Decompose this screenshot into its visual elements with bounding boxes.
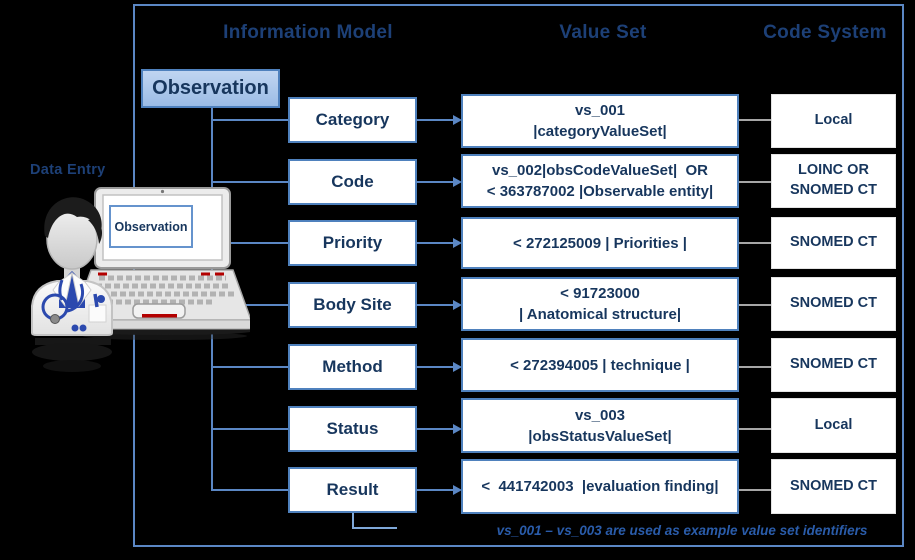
valueset-box: < 272394005 | technique | bbox=[461, 338, 739, 392]
doctor-laptop-clipart bbox=[31, 187, 250, 372]
observation-root-box: Observation bbox=[141, 69, 280, 108]
valueset-line: < 363787002 |Observable entity| bbox=[486, 183, 714, 200]
codesystem-box: SNOMED CT bbox=[771, 217, 896, 269]
valueset-box: < 91723000 | Anatomical structure| bbox=[461, 277, 739, 331]
valueset-line: |categoryValueSet| bbox=[533, 123, 667, 140]
hair bbox=[44, 197, 102, 238]
arrow-head-icon bbox=[453, 485, 462, 495]
connector-to-codesystem bbox=[739, 181, 771, 183]
arrow-to-valueset bbox=[415, 238, 462, 248]
coat-pocket bbox=[88, 304, 107, 323]
column-header-code-system: Code System bbox=[763, 22, 887, 43]
codesystem-line: LOINC OR bbox=[798, 162, 869, 179]
attribute-box: Code bbox=[288, 159, 417, 205]
branch-connector-line bbox=[211, 428, 289, 430]
branch-connector-line bbox=[211, 304, 289, 306]
connector-to-codesystem bbox=[739, 242, 771, 244]
attribute-box: Body Site bbox=[288, 282, 417, 328]
codesystem-line: Local bbox=[814, 416, 853, 433]
connector-to-codesystem bbox=[739, 304, 771, 306]
arrow-to-valueset bbox=[415, 485, 462, 495]
column-header-information-model: Information Model bbox=[223, 22, 393, 43]
arrow-head-icon bbox=[453, 115, 462, 125]
arrow-head-icon bbox=[453, 300, 462, 310]
codesystem-box: Local bbox=[771, 398, 896, 453]
laptop-screen-observation-box: Observation bbox=[109, 205, 193, 248]
doctor-icon bbox=[31, 197, 113, 336]
valueset-line: < 91723000 bbox=[560, 285, 640, 302]
codesystem-line: Local bbox=[814, 112, 853, 129]
data-entry-label: Data Entry bbox=[30, 162, 106, 178]
arrow-to-valueset bbox=[415, 300, 462, 310]
arrow-head-icon bbox=[453, 424, 462, 434]
valueset-line: |obsStatusValueSet| bbox=[528, 427, 672, 445]
valueset-line: vs_001 bbox=[574, 102, 626, 119]
arrow-head-icon bbox=[453, 238, 462, 248]
arrow-to-valueset bbox=[415, 362, 462, 372]
valueset-box: vs_003 |obsStatusValueSet| bbox=[461, 398, 739, 453]
branch-connector-line bbox=[211, 242, 289, 244]
result-stub-line-horizontal bbox=[352, 527, 397, 529]
connector-to-codesystem bbox=[739, 428, 771, 430]
valueset-box: < 441742003 |evaluation finding| bbox=[461, 459, 739, 514]
branch-connector-line bbox=[211, 366, 289, 368]
codesystem-box: SNOMED CT bbox=[771, 459, 896, 514]
branch-connector-line bbox=[211, 119, 289, 121]
reflection bbox=[32, 332, 247, 372]
codesystem-line: SNOMED CT bbox=[790, 234, 877, 251]
codesystem-box: Local bbox=[771, 94, 896, 148]
branch-connector-line bbox=[211, 181, 289, 183]
attribute-box: Priority bbox=[288, 220, 417, 266]
webcam-dot-icon bbox=[160, 189, 165, 194]
arrow-to-valueset bbox=[415, 115, 462, 125]
attribute-box: Method bbox=[288, 344, 417, 390]
codesystem-line: SNOMED CT bbox=[790, 477, 877, 494]
footnote-text: vs_001 – vs_003 are used as example valu… bbox=[496, 523, 868, 538]
codesystem-box: SNOMED CT bbox=[771, 338, 896, 392]
valueset-box: < 272125009 | Priorities | bbox=[461, 217, 739, 269]
valueset-line: < 272394005 | technique | bbox=[510, 356, 690, 374]
valueset-box: vs_002|obsCodeValueSet| OR < 363787002 |O… bbox=[461, 154, 739, 208]
arrow-to-valueset bbox=[415, 177, 462, 187]
column-header-value-set: Value Set bbox=[559, 22, 647, 43]
branch-connector-line bbox=[211, 489, 289, 491]
valueset-line: < 272125009 | Priorities | bbox=[513, 234, 687, 252]
attribute-box: Category bbox=[288, 97, 417, 143]
connector-to-codesystem bbox=[739, 489, 771, 491]
attribute-box: Status bbox=[288, 406, 417, 452]
codesystem-box: LOINC OR SNOMED CT bbox=[771, 154, 896, 208]
valueset-line: < 441742003 |evaluation finding| bbox=[481, 478, 719, 495]
arrow-head-icon bbox=[453, 177, 462, 187]
codesystem-box: SNOMED CT bbox=[771, 277, 896, 331]
arrow-to-valueset bbox=[415, 424, 462, 434]
valueset-line: | Anatomical structure| bbox=[518, 306, 682, 323]
connector-to-codesystem bbox=[739, 119, 771, 121]
valueset-box: vs_001 |categoryValueSet| bbox=[461, 94, 739, 148]
attribute-box: Result bbox=[288, 467, 417, 513]
valueset-line: vs_003 bbox=[574, 406, 626, 424]
arrow-head-icon bbox=[453, 362, 462, 372]
result-stub-line-vertical bbox=[352, 513, 354, 529]
codesystem-line: SNOMED CT bbox=[790, 356, 877, 373]
codesystem-line: SNOMED CT bbox=[790, 182, 877, 198]
codesystem-line: SNOMED CT bbox=[790, 295, 877, 312]
connector-to-codesystem bbox=[739, 366, 771, 368]
valueset-line: vs_002|obsCodeValueSet| OR bbox=[492, 162, 708, 179]
red-accent-keys bbox=[98, 272, 224, 276]
